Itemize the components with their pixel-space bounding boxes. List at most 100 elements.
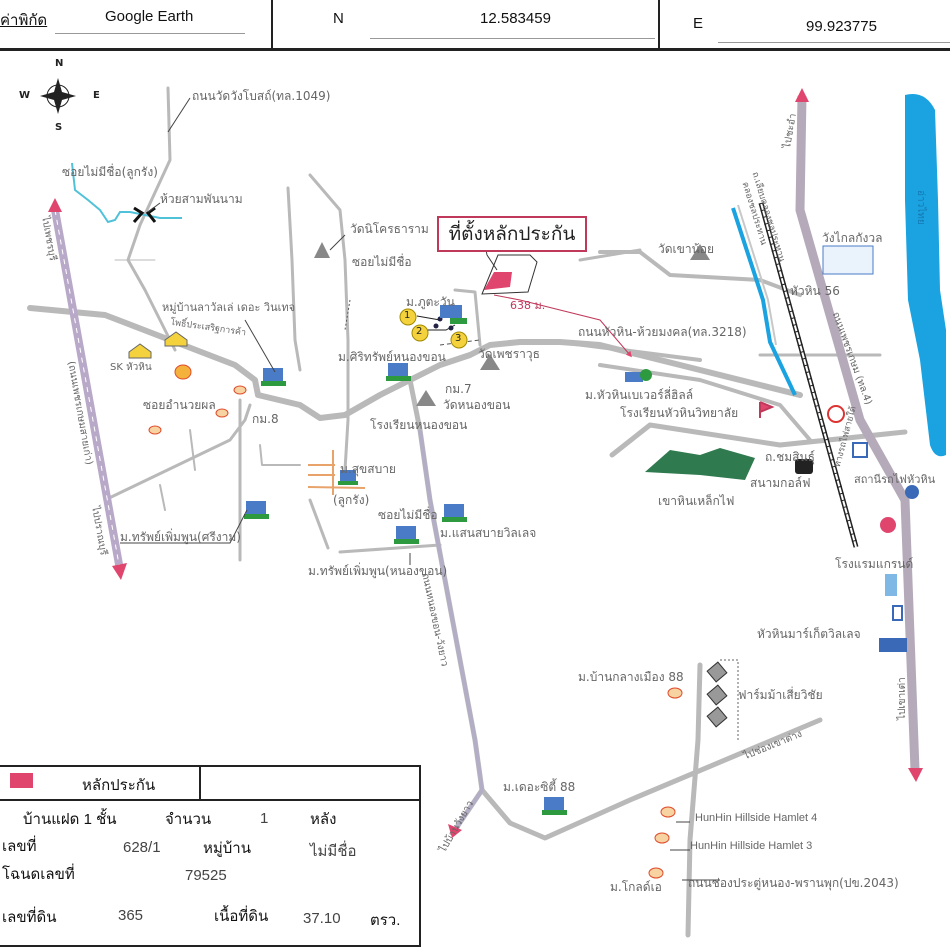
village-value: ไม่มีชื่อ: [310, 843, 357, 860]
distance-route: [493, 294, 632, 358]
coord-source: Google Earth: [105, 8, 194, 25]
arrow-north-left: [48, 198, 62, 212]
temple-icon: [416, 390, 436, 406]
shop-house-icon: [164, 331, 188, 347]
village-icon: [542, 797, 567, 815]
road-phutawan: [453, 288, 482, 347]
label-khao-hin-lek-fai: เขาหินเหล็กไฟ: [658, 494, 735, 508]
deed-label: โฉนดเลขที่: [2, 866, 75, 883]
qty-label: จำนวน: [165, 811, 212, 828]
label-sk-huahin: SK หัวหิน: [110, 362, 152, 373]
road-sub-4: [259, 444, 301, 466]
east-value: 99.923775: [806, 18, 877, 35]
area-value: 37.10: [303, 910, 341, 927]
marker-3: [450, 331, 468, 349]
label-golf: สนามกอล์ฟ: [750, 476, 811, 490]
highway-phetkasem-old: [48, 198, 127, 580]
label-the-city-88: ม.เดอะซิตี้ 88: [503, 780, 576, 794]
house-icon: [148, 425, 162, 435]
label-huahin-56: หัวหิน 56: [790, 284, 840, 298]
label-hamlet-4: HunHin Hillside Hamlet 4: [695, 812, 818, 824]
label-sap-phoemphon: ม.ทรัพย์เพิ่มพูน(ศรีงาม): [120, 530, 241, 544]
bridge-icon: [132, 206, 157, 223]
house-icon: [215, 408, 229, 418]
highway-route-4: [795, 88, 923, 782]
collateral-info-box: หลักประกัน บ้านแฝด 1 ชั้น จำนวน 1 หลัง เ…: [0, 765, 421, 947]
label-km8: กม.8: [252, 412, 279, 426]
road-ns-1: [308, 173, 350, 472]
label-school-huahin-wit: โรงเรียนหัวหินวิทยาลัย: [620, 406, 739, 420]
marker-2-label: 2: [416, 326, 423, 337]
village-icon: [440, 305, 467, 324]
road-vert-2: [286, 186, 302, 372]
deed-value: 79525: [185, 867, 227, 884]
label-huai-sam-phan: ห้วยสามพันนาม: [160, 192, 243, 206]
sukhsabai-roads: [307, 450, 366, 495]
compass-s: S: [55, 122, 63, 133]
marker-3-label: 3: [455, 333, 462, 344]
distance-label: 638 ม.: [510, 299, 546, 312]
road-3218-east: [558, 340, 702, 362]
label-lavalee: หมู่บ้านลาวัลเล่ เดอะ วินเทจ: [162, 301, 296, 314]
road-sapphoemphun: [338, 543, 442, 554]
label-wat-nongkhon: วัดหนองขอน: [443, 398, 511, 412]
label-klai-kangwon: วังไกลกังวล: [822, 231, 883, 245]
arrow-north-right: [795, 88, 809, 102]
land-no-value: 365: [118, 907, 144, 924]
label-station: สถานีรถไฟหัวหิน: [854, 473, 936, 486]
label-school-nongkhon: โรงเรียนหนองขอน: [370, 418, 468, 432]
east-label: E: [693, 15, 704, 32]
village-label: หมู่บ้าน: [203, 840, 251, 857]
qty-unit: หลัง: [310, 811, 337, 828]
arrow-wangyao: [448, 824, 462, 838]
arrow-south-left: [112, 563, 127, 580]
label-sea: อ่าวไทย: [915, 190, 926, 225]
label-huahin-beverly: ม.หัวหินเบเวอร์ลี่ฮิลล์: [585, 388, 694, 402]
compass-w: W: [19, 90, 31, 101]
land-no-label: เลขที่ดิน: [2, 909, 57, 926]
house-icon: [654, 832, 670, 844]
school-flag-icon: [759, 401, 775, 418]
area-label: เนื้อที่ดิน: [214, 908, 269, 925]
ptt-icon: [905, 485, 919, 499]
marker-2: [411, 324, 429, 342]
road-sub-2: [159, 484, 166, 511]
label-km7: กม.7: [445, 382, 472, 396]
marker-1-label: 1: [404, 310, 411, 321]
coordinate-header: ค่าพิกัด Google Earth N 12.583459 E 99.9…: [0, 0, 950, 51]
temple-icon: [480, 354, 500, 370]
numbered-markers: [399, 308, 468, 349]
small-house-icons: [148, 385, 683, 879]
mountain-icon: [645, 448, 755, 480]
temple-icon: [314, 242, 330, 258]
label-road-3218: ถนนหัวหิน-ห้วยมงคล(ทล.3218): [578, 325, 747, 339]
compass-rose: [40, 78, 76, 114]
shop-icon: [852, 442, 868, 458]
label-sukhsabai: ม.สุขสบาย: [340, 462, 396, 476]
label-gold-a: ม.โกลด์เอ: [610, 880, 662, 894]
label-saen-sabai: ม.แสนสบายวิลเลจ: [440, 526, 537, 540]
village-icon: [442, 504, 467, 522]
village-icon: [244, 501, 269, 519]
road-chomsin: [609, 422, 908, 458]
label-phu-tawan: ม.ภูตะวัน: [406, 295, 455, 309]
road-hamlet: [685, 662, 703, 938]
house-no-value: 628/1: [123, 839, 161, 856]
leader-lines: [120, 97, 720, 881]
label-to-khao-tao: ไปเขาเต่า: [897, 677, 908, 720]
building-type: บ้านแฝด 1 ชั้น: [23, 811, 117, 828]
label-soi-no-name-2: ซอยไม่มีชื่อ: [378, 508, 438, 522]
north-label: N: [333, 10, 344, 27]
divider: [658, 0, 660, 48]
shell-icon: [174, 364, 192, 380]
house-icon: [667, 687, 683, 699]
house-no-label: เลขที่: [2, 838, 37, 855]
road-west-lower: [103, 403, 252, 502]
road-sub-3: [189, 429, 196, 471]
area-unit: ตรว.: [370, 912, 401, 929]
collateral-parcel: [481, 254, 538, 295]
sea: [905, 94, 946, 457]
house-icon: [660, 806, 676, 818]
north-value: 12.583459: [480, 10, 551, 27]
